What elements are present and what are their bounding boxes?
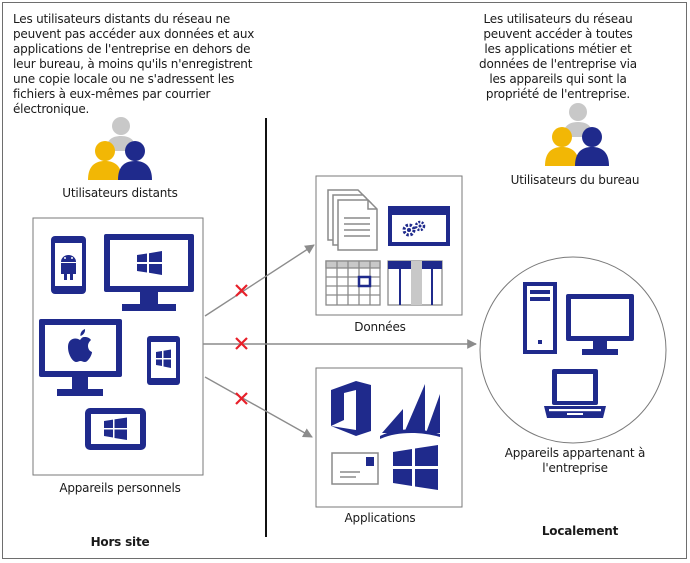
- apple-monitor-icon: [39, 319, 122, 396]
- onsite-zone-label: Localement: [541, 524, 619, 538]
- windows-logo-icon: [393, 445, 438, 490]
- company-devices-label: Appareils appartenant à l'entreprise: [504, 446, 646, 475]
- windows-phone-icon: [147, 336, 180, 385]
- calendar-icon: [325, 260, 381, 306]
- company-devices-circle: [479, 256, 667, 444]
- company-monitor-icon: [566, 294, 634, 355]
- remote-users-label: Utilisateurs distants: [62, 186, 178, 200]
- office-users-label: Utilisateurs du bureau: [510, 173, 640, 187]
- windows-tablet-icon: [85, 408, 146, 450]
- blocked-x-icon-data: [235, 284, 248, 297]
- dynamics-icon: [380, 384, 440, 439]
- table-icon: [387, 260, 443, 306]
- applications-label: Applications: [344, 511, 416, 525]
- arrow-to-data: [204, 244, 315, 317]
- applications-box: [315, 367, 463, 508]
- office-description: Les utilisateurs du réseau peuvent accéd…: [479, 12, 637, 101]
- blocked-x-icon-applications: [235, 392, 248, 405]
- personal-devices-box: [32, 217, 204, 476]
- offsite-zone-label: Hors site: [90, 535, 150, 549]
- arrow-to-applications: [204, 376, 313, 438]
- laptop-icon: [544, 369, 606, 418]
- office-users-icon: [545, 103, 609, 166]
- desktop-tower-icon: [523, 282, 557, 354]
- data-box: [315, 175, 463, 316]
- blocked-x-icon-devices: [235, 337, 248, 350]
- android-phone-icon: [51, 236, 86, 294]
- remote-users-icon: [88, 117, 152, 180]
- data-label: Données: [354, 320, 406, 334]
- arrows: [203, 244, 477, 438]
- personal-devices-label: Appareils personnels: [59, 481, 181, 495]
- remote-description: Les utilisateurs distants du réseau ne p…: [13, 12, 255, 116]
- windows-monitor-icon: [104, 234, 194, 311]
- documents-icon: [327, 189, 378, 251]
- office-icon: [331, 381, 371, 436]
- mail-icon: [331, 452, 379, 485]
- settings-window-icon: [388, 206, 450, 246]
